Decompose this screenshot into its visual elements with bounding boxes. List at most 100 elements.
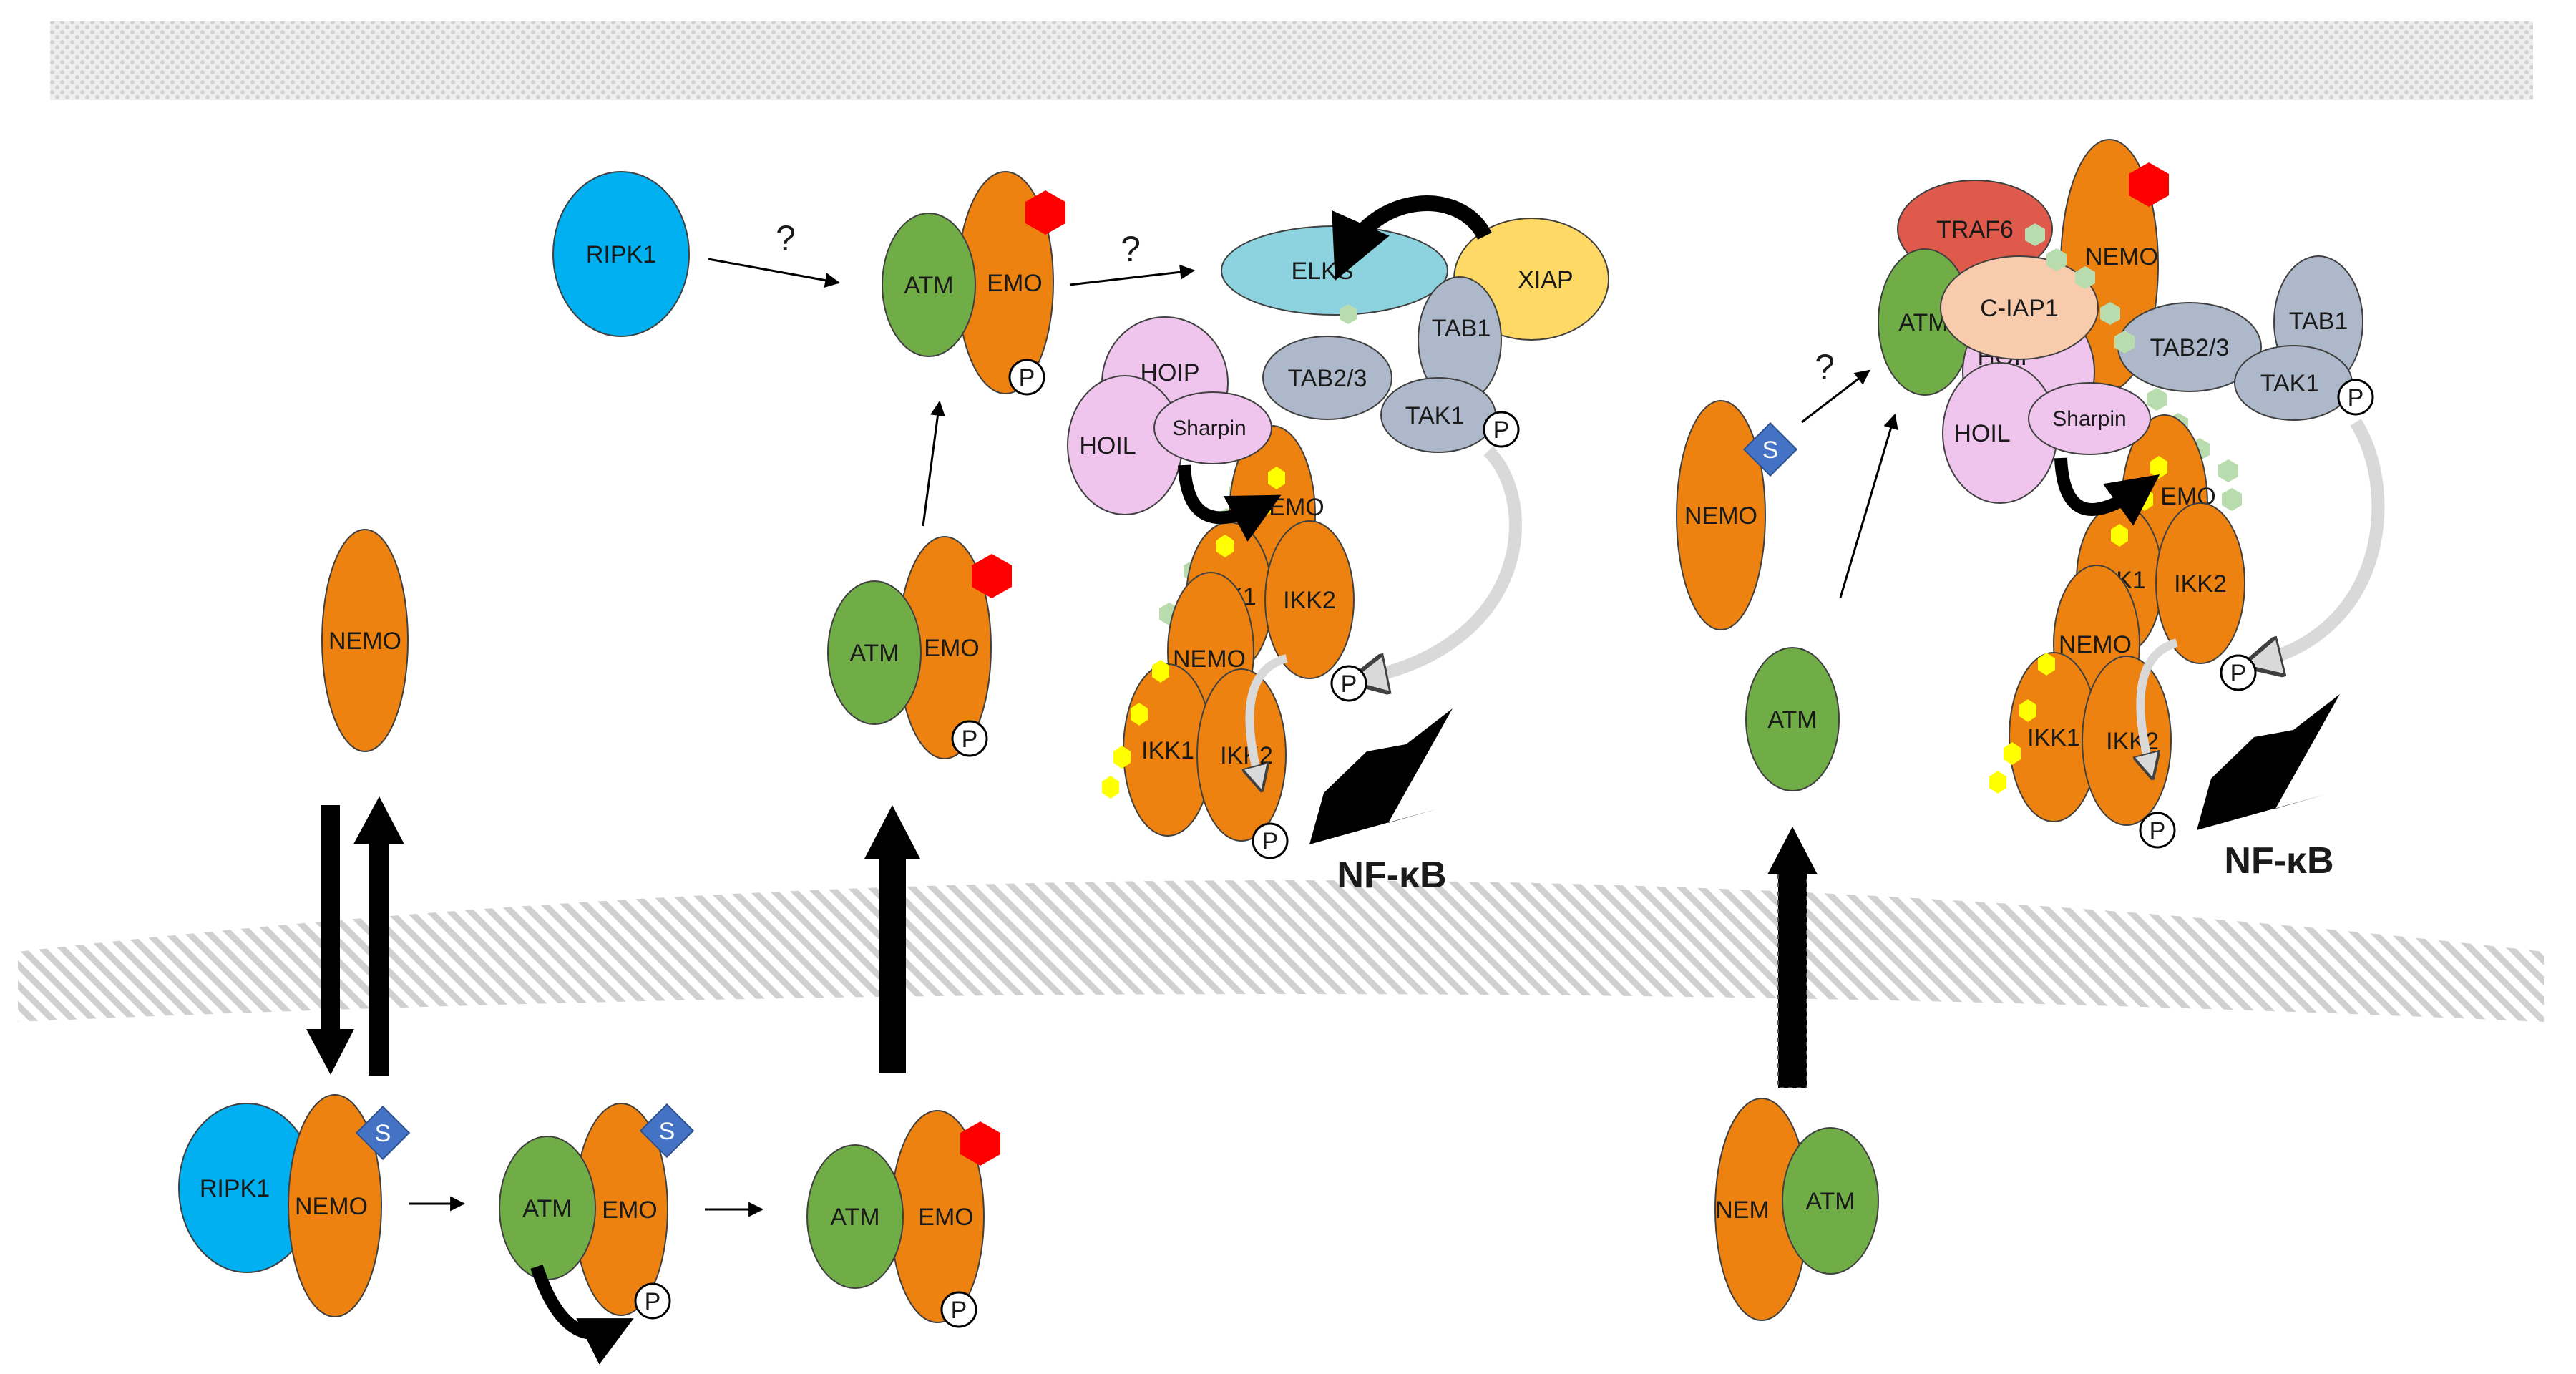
tab23-right-label: TAB2/3 (2150, 334, 2230, 361)
tab1-label: TAB1 (1432, 315, 1491, 342)
nemo-cytoplasm (321, 529, 409, 752)
lubac-ubiquitination-arrow (1178, 464, 1282, 542)
nemo-ikk-lower-label: NEMO (1173, 645, 1246, 673)
ikk2-lower (1196, 668, 1287, 842)
nemo-nuclear-3-label: EMO (918, 1204, 973, 1231)
phospho-tak1 (1483, 411, 1520, 448)
nemo-sumo-cyto-label: NEMO (1684, 502, 1757, 530)
phospho-5-label: P (1019, 364, 1035, 391)
atm-cyto-2-label: ATM (904, 272, 953, 299)
traf6-label: TRAF6 (1936, 216, 2014, 243)
nuclear-membrane (18, 880, 2544, 1022)
ikk1-lower-right-label: IKK1 (2027, 724, 2080, 751)
import-arrow-down (306, 805, 354, 1075)
tab1-right-label: TAB1 (2289, 308, 2348, 335)
linear-ubiquitin-chain-green-right (2025, 223, 2242, 511)
nemo-nuclear-1-label: NEMO (295, 1193, 368, 1220)
arrow-nemo-to-complex (1801, 369, 1870, 424)
phospho-ikk2-upper-right (2220, 654, 2257, 691)
xiap-label: XIAP (1518, 266, 1573, 293)
nemo-sumo-cyto (1676, 400, 1766, 630)
atm-right-complex-label: ATM (1898, 309, 1948, 336)
arrow-atm-to-complex (1839, 413, 1898, 598)
phospho-ikk2-upper-label: P (1341, 671, 1357, 698)
sumo-modification-2 (639, 1103, 695, 1159)
tak1-phosphorylates-ikk2-arrow-right (2258, 419, 2385, 662)
ikk-trans-phosphorylation-arrow (1249, 654, 1288, 781)
atm-cyto-2 (882, 213, 976, 357)
sumo-3-label: S (1762, 437, 1779, 464)
tak1-right-label: TAK1 (2260, 370, 2320, 397)
hoip-label: HOIP (1140, 359, 1199, 386)
arrow-up-to-complex (922, 400, 945, 527)
ikk2-upper-right (2155, 502, 2245, 664)
tab23 (1262, 336, 1392, 420)
sharpin (1153, 391, 1272, 464)
hoil-label: HOIL (1079, 432, 1136, 459)
nemo-nuclear-right-label: NEM (1715, 1197, 1770, 1224)
export-arrow-up (353, 796, 404, 1076)
nemo-ikk-upper-label: EMO (1269, 494, 1324, 521)
phospho-tak1-right-label: P (2348, 384, 2364, 411)
atm-nuclear-right-label: ATM (1805, 1188, 1855, 1215)
nemo-cyto-1-label: EMO (924, 635, 979, 662)
ikk1-lower-label: IKK1 (1141, 737, 1194, 764)
atm-cyto-right (1745, 647, 1840, 791)
c-iap1-label: C-IAP1 (1980, 295, 2059, 322)
c-iap1 (1940, 255, 2099, 360)
ikk2-upper-right-label: IKK2 (2174, 570, 2227, 598)
sumo-2-label: S (659, 1118, 675, 1145)
nemo-nuclear-2-label: EMO (602, 1197, 657, 1224)
question-2: ? (1121, 229, 1141, 269)
top-band (50, 21, 2533, 100)
phospho-ikk2-upper-right-label: P (2230, 660, 2247, 687)
red-modification-3 (1025, 190, 1065, 235)
nfkb-activation-arrow-2 (2197, 694, 2340, 830)
ikk2-lower-right-label: IKK2 (2106, 728, 2159, 755)
phospho-ikk2-lower-label: P (1262, 828, 1279, 855)
nemo-right-top-label: NEMO (2085, 243, 2158, 271)
ripk1-nuclear-label: RIPK1 (200, 1175, 270, 1202)
sumo-1-label: S (375, 1120, 391, 1147)
elks-label: ELKS (1292, 258, 1354, 285)
atm-nuclear-3-label: ATM (830, 1204, 879, 1231)
phospho-4 (951, 720, 988, 757)
red-modification-1 (960, 1121, 1000, 1166)
sharpin-label: Sharpin (1172, 416, 1246, 440)
nemo-ikk-lower-right-label: NEMO (2059, 631, 2132, 658)
nemo-nuclear-1 (288, 1094, 382, 1317)
ikk-trans-phosphorylation-arrow-right (2140, 638, 2178, 769)
phospho-tak1-right (2337, 379, 2374, 416)
ikk2-upper-label: IKK2 (1283, 587, 1336, 614)
atm-cyto-1 (827, 580, 922, 725)
phospho-2-label: P (645, 1288, 661, 1315)
phospho-2 (634, 1282, 671, 1320)
hoil-right-label: HOIL (1953, 420, 2010, 447)
atm-nuclear-3 (806, 1144, 904, 1289)
tak1-phosphorylates-ikk2-arrow (1363, 446, 1522, 678)
arrow-ripk1-to-atm (708, 258, 841, 288)
atm-cyto-right-label: ATM (1767, 706, 1817, 734)
ripk1-cyto (552, 171, 690, 337)
nemo-cytoplasm-label: NEMO (328, 628, 401, 655)
dotted-export-arrow-head (1767, 827, 1818, 874)
export-arrow-atm-nemo (864, 805, 920, 1073)
atm-nuclear-right (1782, 1127, 1879, 1275)
sumo-modification-1 (355, 1105, 411, 1161)
atm-nuclear-2-label: ATM (522, 1195, 572, 1222)
ikk2-upper (1264, 520, 1355, 679)
phospho-ikk2-lower-right-label: P (2150, 817, 2166, 844)
question-1: ? (776, 218, 796, 258)
tak1-label: TAK1 (1405, 402, 1465, 429)
phospho-tak1-label: P (1493, 416, 1510, 444)
ikk2-lower-label: IKK2 (1220, 742, 1273, 769)
phospho-3 (940, 1291, 977, 1328)
phospho-4-label: P (962, 726, 978, 753)
red-modification-2 (972, 554, 1012, 598)
phospho-5 (1008, 359, 1045, 396)
red-modification-4 (2129, 162, 2169, 207)
phospho-3-label: P (951, 1297, 967, 1324)
question-3: ? (1815, 347, 1835, 387)
